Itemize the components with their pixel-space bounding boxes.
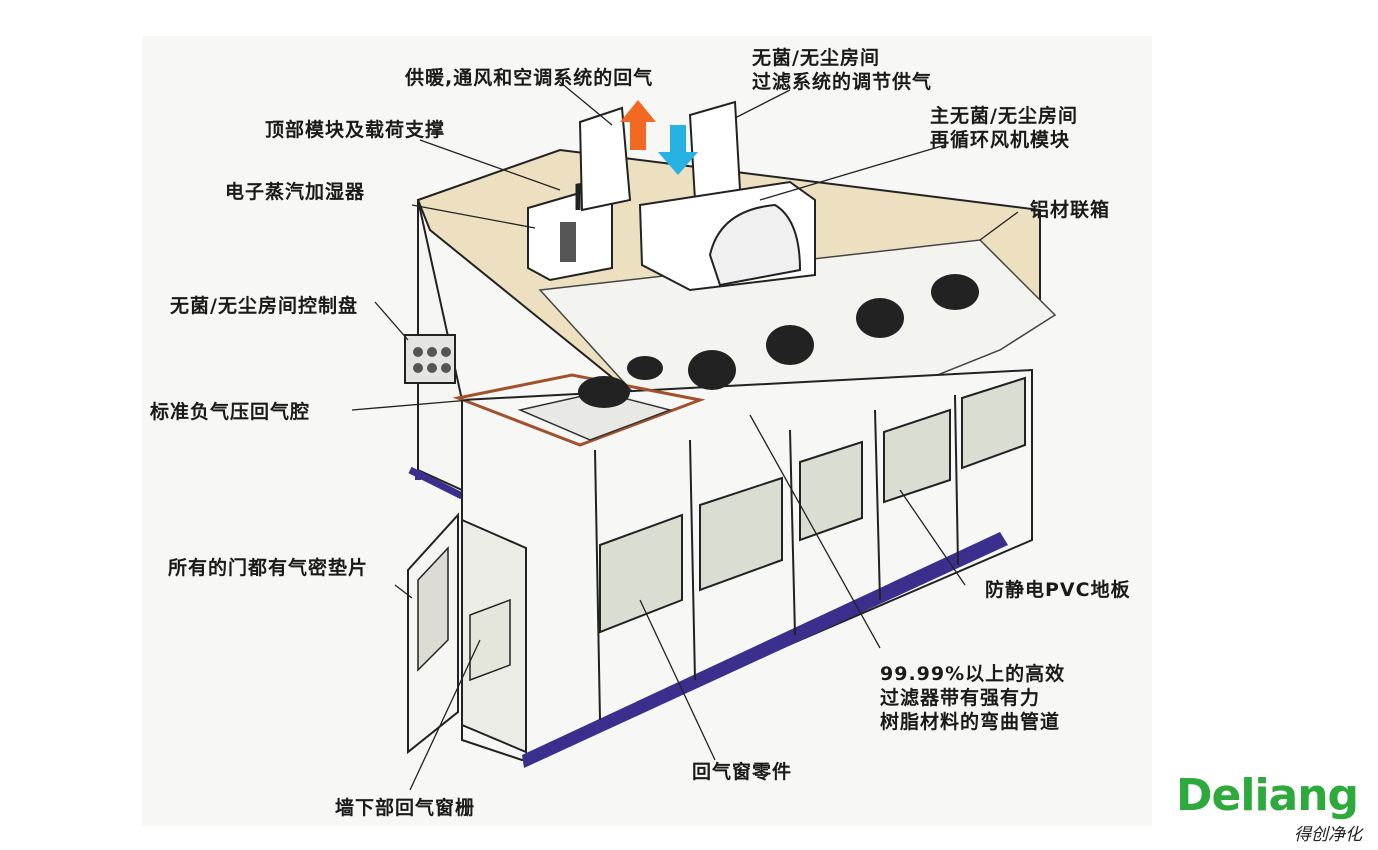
logo-subtitle: 得创净化 [1294, 825, 1362, 845]
label-negative-pressure: 标准负气压回气腔 [150, 401, 311, 423]
return-air-arrow [620, 100, 656, 150]
window [961, 376, 1026, 470]
return-duct [578, 106, 632, 212]
supply-air-arrow [658, 125, 698, 175]
label-top-module: 顶部模块及载荷支撑 [265, 119, 446, 141]
control-panel [404, 334, 456, 384]
label-pvc-floor: 防静电PVC地板 [985, 579, 1131, 601]
window [699, 476, 783, 592]
return-plenum-box [517, 391, 673, 441]
label-wall-return-grille: 墙下部回气窗栅 [335, 797, 476, 819]
window [883, 408, 951, 504]
door-window [417, 546, 449, 672]
logo-name: Deliang [1176, 770, 1359, 821]
window [599, 513, 683, 634]
label-hepa-filter: 99.99%以上的高效 过滤器带有强有力 树脂材料的弯曲管道 [880, 663, 1066, 733]
label-control-panel: 无菌/无尘房间控制盘 [170, 295, 358, 317]
hepa-duct [856, 298, 904, 338]
hepa-duct [931, 274, 979, 310]
label-aluminum-box: 铝材联箱 [1030, 199, 1111, 221]
label-door-gasket: 所有的门都有气密垫片 [168, 557, 369, 579]
hepa-duct [578, 376, 630, 408]
window-group [599, 376, 1026, 634]
left-floor-edge [408, 466, 464, 500]
hepa-duct [766, 325, 814, 365]
return-plenum-frame [452, 373, 706, 447]
hepa-duct [627, 356, 663, 380]
label-return-air: 供暖,通风和空调系统的回气 [405, 67, 654, 89]
label-humidifier: 电子蒸汽加湿器 [225, 181, 366, 203]
leader-lines [351, 81, 1019, 791]
window [799, 440, 863, 542]
fan-housing [708, 203, 802, 287]
label-supply-air: 无菌/无尘房间 过滤系统的调节供气 [752, 47, 933, 93]
label-recirc-fan: 主无菌/无尘房间 再循环风机模块 [930, 105, 1078, 151]
floor-edge [522, 532, 1008, 768]
hepa-ducts [578, 274, 979, 408]
hepa-duct [688, 350, 736, 390]
supply-duct [688, 100, 742, 202]
brand-logo: Deliang 得创净化 [1176, 770, 1372, 846]
label-return-window-parts: 回气窗零件 [692, 761, 793, 783]
wall-return-grille [469, 598, 511, 682]
